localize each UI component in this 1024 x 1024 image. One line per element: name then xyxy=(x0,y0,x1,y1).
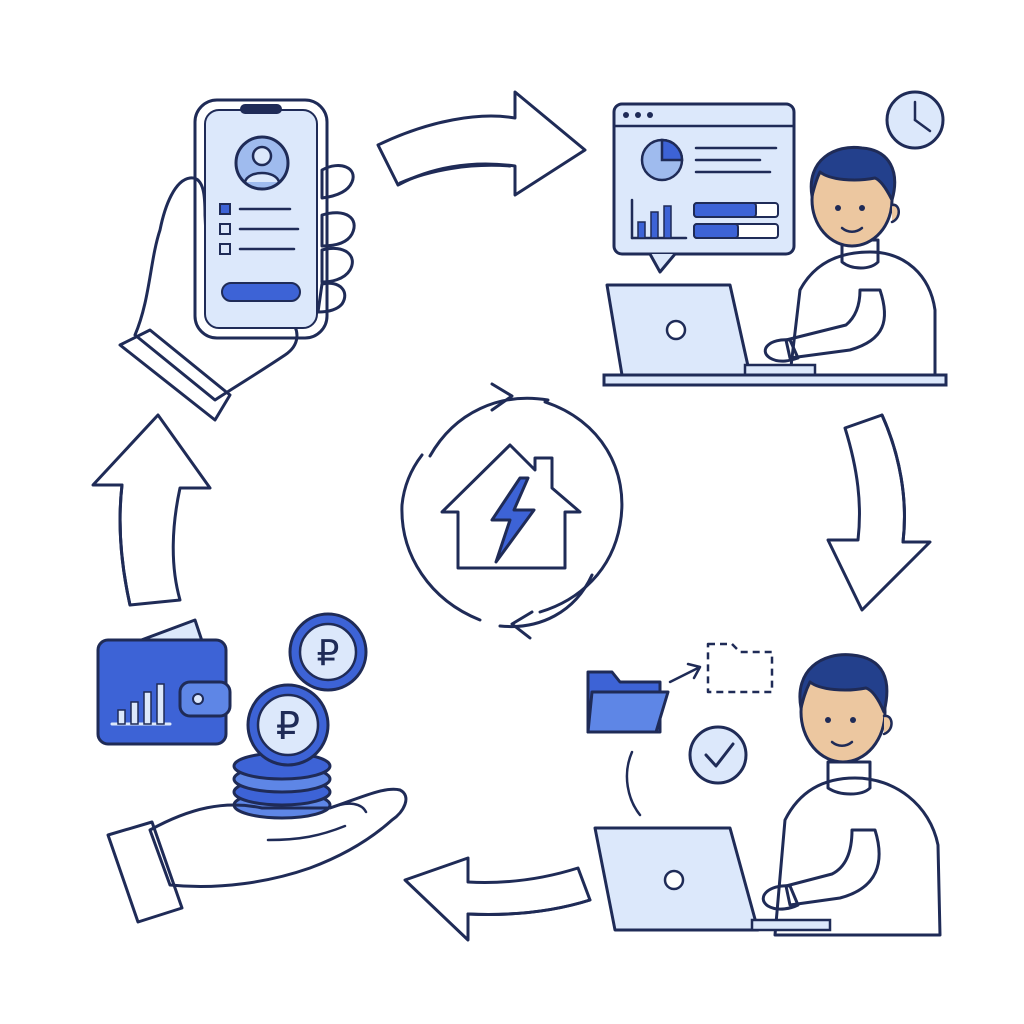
ruble-coin-large: ₽ xyxy=(246,683,330,767)
step-smartphone-form xyxy=(118,98,356,422)
ruble-symbol: ₽ xyxy=(317,633,340,674)
ruble-symbol: ₽ xyxy=(276,704,300,748)
house-icon xyxy=(440,443,582,570)
form-submit-bar xyxy=(221,282,301,302)
energy-home-cycle-icon xyxy=(400,382,624,640)
transfer-arrow-icon xyxy=(668,662,702,684)
fingers xyxy=(316,164,356,314)
arrow-step3-to-step4 xyxy=(403,856,592,942)
target-folder-icon xyxy=(706,642,774,694)
step-analyst-dashboard xyxy=(602,90,948,387)
lightning-bolt-icon xyxy=(490,476,536,564)
specialist-laptop xyxy=(593,826,832,932)
form-checklist xyxy=(219,203,300,255)
clock-icon xyxy=(885,90,945,150)
sleeve xyxy=(118,328,232,422)
step-payment: ₽ ₽ xyxy=(96,612,408,924)
specialist-head xyxy=(798,653,893,764)
avatar-shoulders xyxy=(243,171,281,183)
folder-icon xyxy=(586,670,670,734)
analyst-torso xyxy=(788,250,937,377)
avatar-head xyxy=(251,145,273,167)
wallet-bar-chart xyxy=(110,683,172,726)
specialist-arm xyxy=(784,828,881,907)
bar-chart-icon xyxy=(630,198,688,240)
specialist-torso xyxy=(773,776,942,937)
step-file-transfer xyxy=(586,642,942,937)
pie-chart-icon xyxy=(640,138,684,182)
desk xyxy=(602,373,948,387)
speech-tail xyxy=(648,253,677,274)
smartphone xyxy=(193,98,329,340)
checkmark-icon xyxy=(688,725,748,785)
analyst-head xyxy=(809,145,900,248)
hand xyxy=(133,176,299,402)
arrow-step1-to-step2 xyxy=(376,90,587,197)
analyst-laptop xyxy=(605,283,817,377)
arrow-step2-to-step3 xyxy=(826,413,932,612)
open-hand xyxy=(148,787,408,888)
wallet-icon xyxy=(96,618,232,746)
sleeve-cuff xyxy=(106,820,184,924)
analyst-arm xyxy=(784,288,887,360)
smartphone-notch xyxy=(240,104,282,114)
ruble-coin-small: ₽ xyxy=(288,612,368,692)
arrow-step4-to-step1 xyxy=(91,413,212,607)
